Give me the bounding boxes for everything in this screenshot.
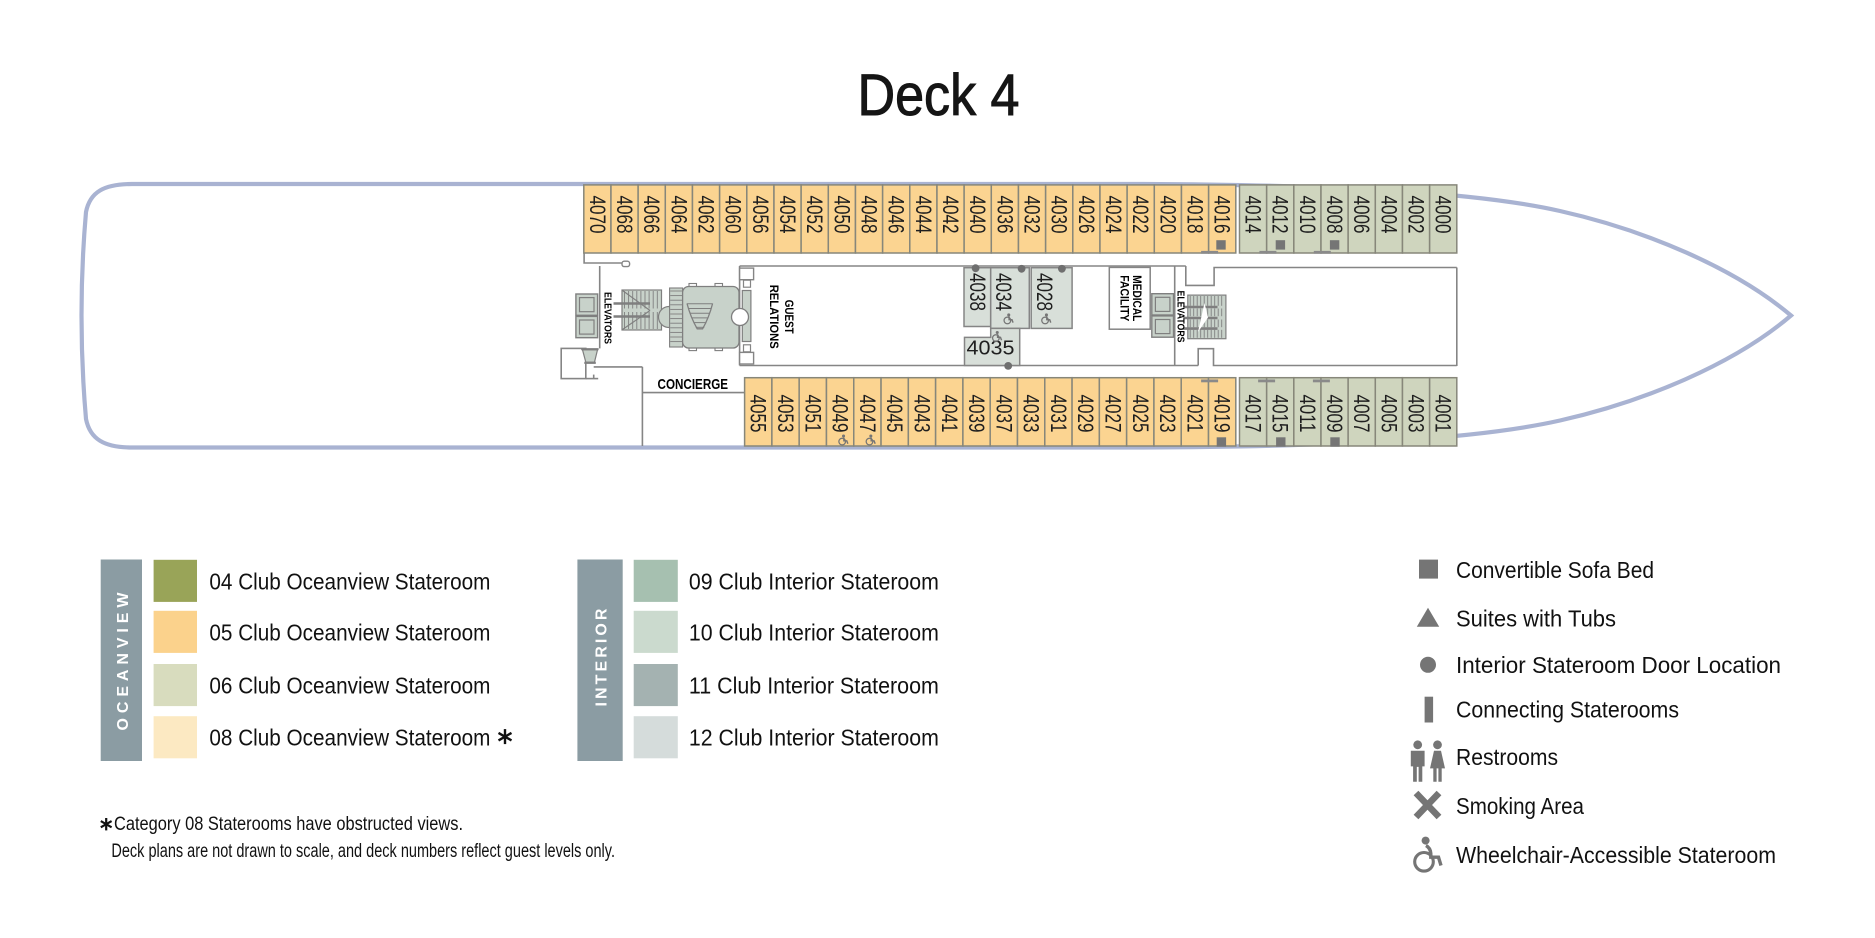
svg-text:4046: 4046 bbox=[884, 196, 909, 234]
svg-text:4040: 4040 bbox=[965, 196, 990, 234]
svg-text:09 Club Interior Stateroom: 09 Club Interior Stateroom bbox=[689, 568, 939, 594]
svg-text:4029: 4029 bbox=[1073, 395, 1098, 433]
svg-text:4007: 4007 bbox=[1349, 395, 1374, 433]
svg-text:4025: 4025 bbox=[1128, 395, 1153, 433]
svg-text:4044: 4044 bbox=[911, 196, 936, 234]
svg-text:05 Club Oceanview Stateroom: 05 Club Oceanview Stateroom bbox=[209, 619, 490, 645]
svg-text:INTERIOR: INTERIOR bbox=[594, 607, 611, 707]
svg-text:4037: 4037 bbox=[991, 395, 1016, 433]
svg-text:4054: 4054 bbox=[775, 196, 800, 234]
svg-text:Smoking Area: Smoking Area bbox=[1456, 793, 1584, 819]
svg-text:4015: 4015 bbox=[1268, 395, 1293, 433]
svg-text:08 Club Oceanview Stateroom: 08 Club Oceanview Stateroom bbox=[209, 725, 490, 751]
svg-text:MEDICALFACILITY: MEDICALFACILITY bbox=[1118, 275, 1143, 321]
svg-text:4020: 4020 bbox=[1155, 196, 1180, 234]
svg-text:Category 08 Staterooms have ob: Category 08 Staterooms have obstructed v… bbox=[114, 814, 463, 835]
svg-text:10 Club Interior Stateroom: 10 Club Interior Stateroom bbox=[689, 619, 939, 645]
svg-text:4048: 4048 bbox=[857, 196, 882, 234]
svg-text:4039: 4039 bbox=[964, 395, 989, 433]
svg-text:Connecting Staterooms: Connecting Staterooms bbox=[1456, 697, 1679, 723]
svg-text:4051: 4051 bbox=[800, 395, 825, 433]
svg-text:4021: 4021 bbox=[1182, 395, 1207, 433]
svg-text:4047: 4047 bbox=[855, 395, 880, 433]
svg-text:4002: 4002 bbox=[1404, 196, 1429, 234]
svg-text:4050: 4050 bbox=[829, 196, 854, 234]
svg-text:11 Club Interior Stateroom: 11 Club Interior Stateroom bbox=[689, 673, 939, 699]
svg-text:4064: 4064 bbox=[666, 196, 691, 234]
svg-text:4017: 4017 bbox=[1241, 395, 1266, 433]
svg-text:06 Club Oceanview Stateroom: 06 Club Oceanview Stateroom bbox=[209, 673, 490, 699]
svg-text:Restrooms: Restrooms bbox=[1456, 744, 1558, 770]
svg-text:4045: 4045 bbox=[882, 395, 907, 433]
svg-text:4055: 4055 bbox=[746, 395, 771, 433]
svg-text:Deck plans are not drawn to sc: Deck plans are not drawn to scale, and d… bbox=[111, 841, 615, 862]
svg-text:4000: 4000 bbox=[1431, 196, 1456, 234]
svg-text:4033: 4033 bbox=[1019, 395, 1044, 433]
svg-text:Wheelchair-Accessible Stateroo: Wheelchair-Accessible Stateroom bbox=[1456, 842, 1776, 868]
svg-text:4038: 4038 bbox=[965, 273, 990, 311]
svg-text:4030: 4030 bbox=[1047, 196, 1072, 234]
svg-text:4026: 4026 bbox=[1074, 196, 1099, 234]
svg-text:4036: 4036 bbox=[992, 196, 1017, 234]
svg-text:4062: 4062 bbox=[694, 196, 719, 234]
svg-text:4016: 4016 bbox=[1210, 196, 1235, 234]
svg-text:4043: 4043 bbox=[910, 395, 935, 433]
svg-text:4052: 4052 bbox=[802, 196, 827, 234]
svg-text:4023: 4023 bbox=[1155, 395, 1180, 433]
svg-text:4035: 4035 bbox=[967, 337, 1015, 360]
svg-text:OCEANVIEW: OCEANVIEW bbox=[115, 591, 132, 731]
svg-text:Interior Stateroom Door Locati: Interior Stateroom Door Location bbox=[1456, 652, 1781, 678]
svg-text:4068: 4068 bbox=[612, 196, 637, 234]
svg-text:4006: 4006 bbox=[1349, 196, 1374, 234]
svg-text:4024: 4024 bbox=[1101, 196, 1126, 234]
svg-text:ELEVATORS: ELEVATORS bbox=[1175, 291, 1187, 343]
svg-text:4053: 4053 bbox=[773, 395, 798, 433]
svg-text:12 Club Interior Stateroom: 12 Club Interior Stateroom bbox=[689, 725, 939, 751]
svg-text:4008: 4008 bbox=[1322, 196, 1347, 234]
svg-text:4042: 4042 bbox=[938, 196, 963, 234]
svg-text:4004: 4004 bbox=[1376, 196, 1401, 234]
svg-text:4060: 4060 bbox=[721, 196, 746, 234]
svg-text:4034: 4034 bbox=[991, 273, 1016, 311]
svg-text:GUESTRELATIONS: GUESTRELATIONS bbox=[767, 285, 796, 349]
svg-text:4022: 4022 bbox=[1128, 196, 1153, 234]
svg-text:04 Club Oceanview Stateroom: 04 Club Oceanview Stateroom bbox=[209, 568, 490, 594]
svg-text:4066: 4066 bbox=[639, 196, 664, 234]
svg-text:4012: 4012 bbox=[1268, 196, 1293, 234]
svg-text:Suites with Tubs: Suites with Tubs bbox=[1456, 606, 1616, 632]
svg-text:4041: 4041 bbox=[937, 395, 962, 433]
svg-text:4018: 4018 bbox=[1183, 196, 1208, 234]
svg-text:4010: 4010 bbox=[1295, 196, 1320, 234]
svg-text:4056: 4056 bbox=[748, 196, 773, 234]
svg-text:4001: 4001 bbox=[1431, 395, 1456, 433]
svg-text:4028: 4028 bbox=[1032, 273, 1057, 311]
svg-text:4009: 4009 bbox=[1322, 395, 1347, 433]
svg-text:ELEVATORS: ELEVATORS bbox=[602, 292, 614, 344]
svg-text:4070: 4070 bbox=[585, 196, 610, 234]
svg-text:Convertible Sofa Bed: Convertible Sofa Bed bbox=[1456, 557, 1654, 583]
svg-text:4011: 4011 bbox=[1295, 395, 1320, 433]
svg-text:4031: 4031 bbox=[1046, 395, 1071, 433]
svg-text:CONCIERGE: CONCIERGE bbox=[658, 376, 729, 393]
svg-text:4032: 4032 bbox=[1020, 196, 1045, 234]
svg-text:Deck 4: Deck 4 bbox=[858, 63, 1020, 128]
svg-text:4014: 4014 bbox=[1241, 196, 1266, 234]
svg-text:4005: 4005 bbox=[1376, 395, 1401, 433]
svg-text:4027: 4027 bbox=[1101, 395, 1126, 433]
svg-text:4049: 4049 bbox=[828, 395, 853, 433]
svg-text:4019: 4019 bbox=[1210, 395, 1235, 433]
svg-text:4003: 4003 bbox=[1404, 395, 1429, 433]
